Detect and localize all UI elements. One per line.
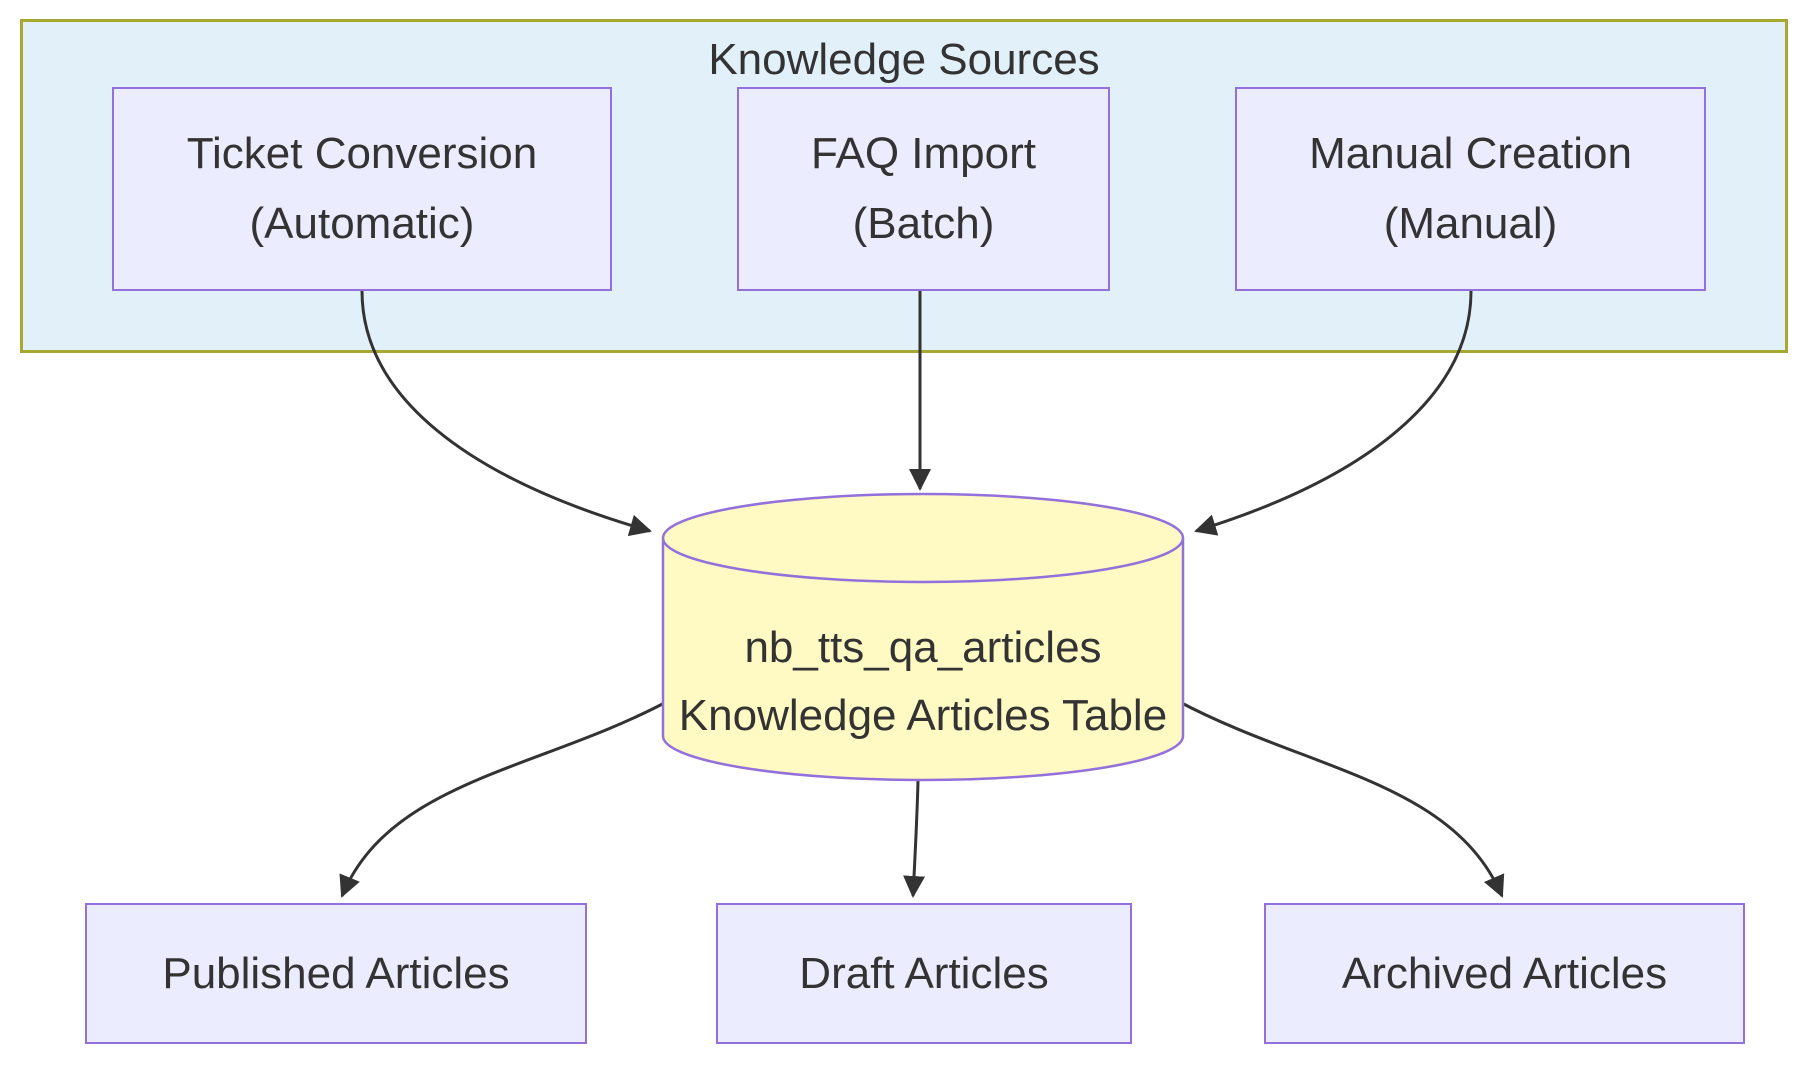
node-label: Published Articles (162, 948, 510, 998)
node-label-line1: FAQ Import (811, 129, 1036, 178)
edge-manual-to-db (1194, 290, 1473, 536)
node-label-line1: Manual Creation (1309, 129, 1632, 178)
database-cylinder-label: nb_tts_qa_articles Knowledge Articles Ta… (663, 588, 1183, 776)
edge-db-to-draft (903, 780, 926, 898)
db-table-name: nb_tts_qa_articles (744, 623, 1102, 672)
node-archived-articles: Archived Articles (1264, 903, 1745, 1044)
edge-ticket-to-db (360, 290, 652, 537)
edge-db-to-published (339, 698, 671, 898)
edge-db-to-archived (1175, 698, 1505, 898)
db-table-description: Knowledge Articles Table (678, 691, 1168, 740)
database-cylinder-top (661, 492, 1185, 584)
database-cylinder-body (661, 538, 1185, 782)
node-manual-creation: Manual Creation (Manual) (1235, 87, 1706, 291)
node-label: Draft Articles (799, 948, 1049, 998)
subgraph-title: Knowledge Sources (708, 35, 1100, 84)
node-label-line2: (Batch) (852, 199, 995, 248)
node-label-line2: (Automatic) (249, 199, 475, 248)
node-faq-import: FAQ Import (Batch) (737, 87, 1110, 291)
node-draft-articles: Draft Articles (716, 903, 1132, 1044)
node-label-line2: (Manual) (1383, 199, 1558, 248)
node-label-line1: Ticket Conversion (186, 129, 538, 178)
node-label: Archived Articles (1341, 948, 1668, 998)
node-published-articles: Published Articles (85, 903, 587, 1044)
node-ticket-conversion: Ticket Conversion (Automatic) (112, 87, 612, 291)
